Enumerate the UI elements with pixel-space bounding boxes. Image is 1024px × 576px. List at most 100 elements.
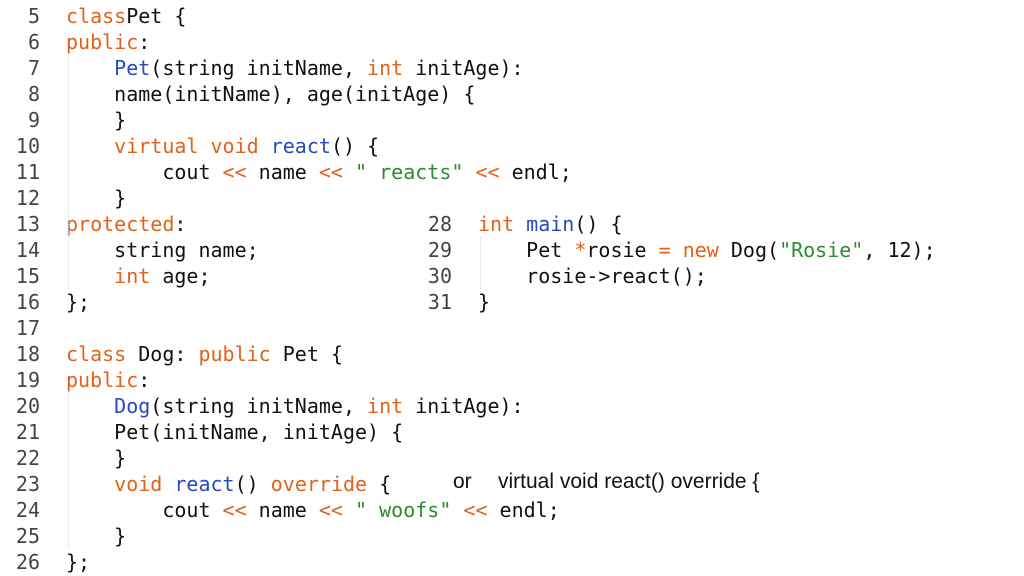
code-token [343, 160, 355, 184]
code-token: << [475, 160, 500, 184]
line-number: 30 [427, 264, 452, 288]
code-line: 22 } [0, 445, 572, 471]
code-token: : [174, 212, 187, 236]
code-token: rosie->react(); [478, 264, 707, 288]
code-token: initAge): [403, 394, 524, 418]
line-number: 20 [15, 394, 40, 418]
code-token: int [367, 56, 404, 80]
indent-guide [480, 237, 481, 289]
code-token: () { [330, 134, 380, 158]
line-number: 21 [15, 420, 40, 444]
code-token: " woofs" [355, 498, 452, 522]
code-line: 17 [0, 315, 572, 341]
code-token: public [66, 368, 139, 392]
indent-guide [68, 393, 69, 549]
code-token [259, 134, 271, 158]
code-token [66, 472, 114, 496]
code-token: } [66, 524, 127, 548]
code-token: }; [66, 290, 91, 314]
line-number: 15 [15, 264, 40, 288]
code-token: class [66, 342, 127, 366]
code-token [671, 238, 683, 262]
code-token: Dog [114, 394, 151, 418]
code-token: Pet [478, 238, 575, 262]
code-token: (string initName, [150, 394, 368, 418]
code-token: } [66, 186, 127, 210]
line-number: 7 [27, 56, 40, 80]
line-number: 10 [15, 134, 40, 158]
code-token: Dog: [126, 342, 199, 366]
code-token: }; [66, 550, 91, 574]
code-token [451, 498, 463, 522]
code-token: new [682, 238, 719, 262]
code-token [514, 212, 526, 236]
line-number: 11 [15, 160, 40, 184]
code-token: class [66, 4, 127, 28]
code-token: string name; [66, 238, 259, 262]
line-number: 6 [27, 30, 40, 54]
line-number: 16 [15, 290, 40, 314]
code-token: << [222, 498, 247, 522]
code-line: 26}; [0, 549, 572, 575]
code-line: 25 } [0, 523, 572, 549]
code-line: 28 int main() { [400, 211, 936, 237]
code-token: () { [574, 212, 623, 236]
code-token: react [174, 472, 235, 496]
code-token: * [574, 238, 587, 262]
code-line: 24 cout << name << " woofs" << endl; [0, 497, 572, 523]
code-token: "Rosie" [779, 238, 864, 262]
code-line: 10 virtual void react() { [0, 133, 572, 159]
code-token: { [367, 472, 392, 496]
code-token: public [66, 30, 139, 54]
line-number: 31 [427, 290, 452, 314]
line-number: 14 [15, 238, 40, 262]
code-token: name(initName), age(initAge) { [66, 82, 476, 106]
code-token: endl; [487, 498, 560, 522]
code-token: age; [150, 264, 211, 288]
code-token: << [222, 160, 247, 184]
code-token: virtual void [114, 134, 259, 158]
line-number: 9 [27, 108, 40, 132]
code-token: Dog( [718, 238, 780, 262]
code-line: 20 Dog(string initName, int initAge): [0, 393, 572, 419]
line-number: 13 [15, 212, 40, 236]
line-number: 17 [15, 316, 40, 340]
code-token: Pet [114, 56, 151, 80]
code-token: Pet { [126, 4, 187, 28]
code-token: } [478, 290, 491, 314]
line-number: 29 [427, 238, 452, 262]
code-token: cout [66, 160, 223, 184]
line-number: 28 [427, 212, 452, 236]
code-token: void [114, 472, 163, 496]
code-token: main [526, 212, 575, 236]
code-line: 16}; [0, 289, 572, 315]
code-token: override [270, 472, 368, 496]
line-number: 19 [15, 368, 40, 392]
line-number: 12 [15, 186, 40, 210]
line-number: 26 [15, 550, 40, 574]
code-token: Pet(initName, initAge) { [66, 420, 404, 444]
code-token: Pet { [270, 342, 343, 366]
code-line: 14 string name; [0, 237, 572, 263]
code-line: 29 Pet *rosie = new Dog("Rosie", 12); [400, 237, 936, 263]
code-token [162, 472, 174, 496]
code-token: << [318, 498, 343, 522]
line-number: 23 [15, 472, 40, 496]
code-token: int [478, 212, 515, 236]
code-token: () [234, 472, 271, 496]
code-token: initAge): [403, 56, 524, 80]
code-token: = [658, 238, 671, 262]
code-token: int [367, 394, 404, 418]
code-token: << [318, 160, 343, 184]
line-number: 24 [15, 498, 40, 522]
code-token: name [246, 160, 319, 184]
code-token: << [463, 498, 488, 522]
or-label: or [453, 470, 472, 493]
code-line: 31} [400, 289, 936, 315]
code-line: 21 Pet(initName, initAge) { [0, 419, 572, 445]
code-token [66, 264, 114, 288]
